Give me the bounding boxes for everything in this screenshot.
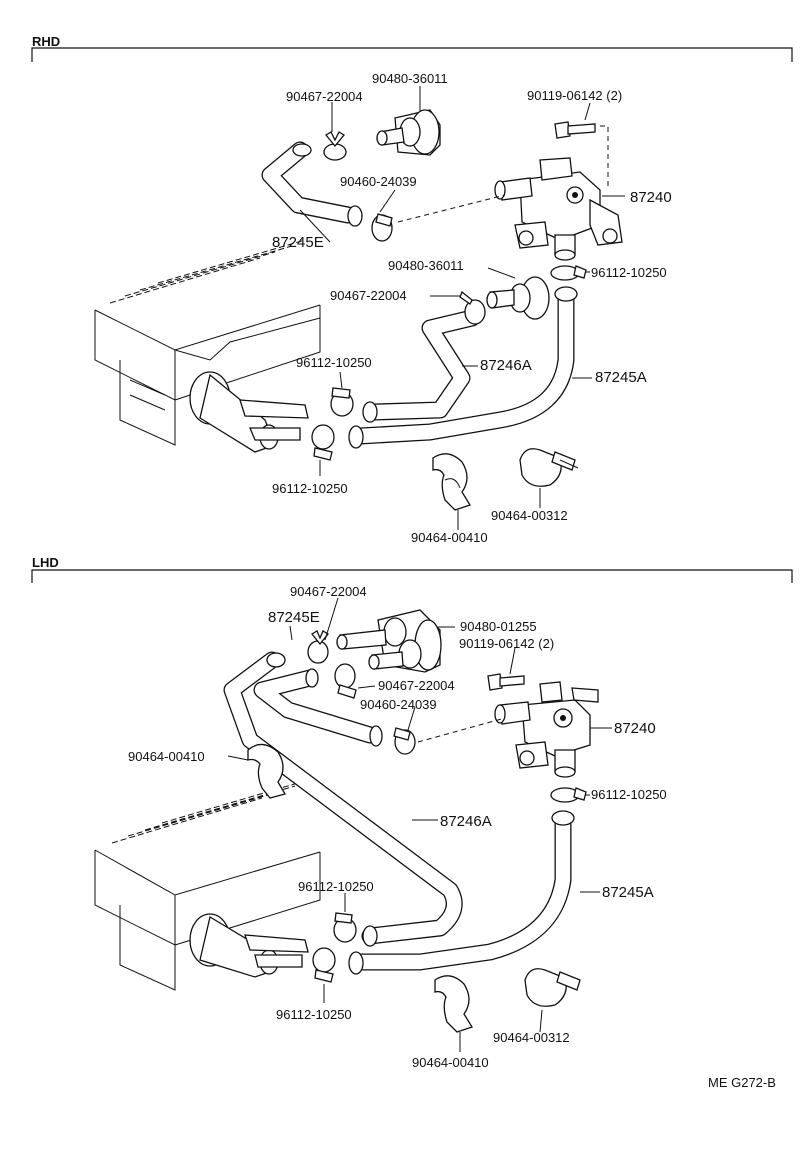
rhd-label-clamp-mid: 90460-24039 bbox=[340, 174, 417, 189]
lhd-grommet bbox=[336, 609, 442, 673]
rhd-label-clamp-valve: 96112-10250 bbox=[591, 265, 667, 280]
lhd-hose-87245a bbox=[348, 810, 575, 975]
rhd-label-clamp-upper: 90467-22004 bbox=[286, 89, 363, 104]
rhd-grommet-lower bbox=[486, 276, 550, 320]
lhd-label-clamp-core-top: 96112-10250 bbox=[298, 879, 374, 894]
rhd-section-title: RHD bbox=[32, 34, 60, 49]
rhd-section-bracket bbox=[31, 47, 793, 62]
rhd-leader-lines bbox=[299, 86, 625, 530]
lhd-label-clamp-second: 90467-22004 bbox=[378, 678, 455, 693]
lhd-water-valve bbox=[494, 681, 599, 778]
lhd-hose-87246a bbox=[223, 651, 463, 947]
lhd-label-clamp-mid: 90460-24039 bbox=[360, 697, 437, 712]
lhd-label-band-clamp: 90464-00312 bbox=[493, 1030, 570, 1045]
rhd-label-clamp-core-bottom: 96112-10250 bbox=[272, 481, 348, 496]
lhd-clip-upper bbox=[247, 743, 286, 799]
lhd-section: LHD bbox=[31, 555, 793, 1070]
rhd-label-grommet-lower: 90480-36011 bbox=[388, 258, 464, 273]
rhd-label-clamp-core-top: 96112-10250 bbox=[296, 355, 372, 370]
lhd-band-clamp bbox=[524, 968, 581, 1007]
rhd-label-grommet-upper: 90480-36011 bbox=[372, 71, 448, 86]
rhd-hose-87245e bbox=[261, 141, 363, 227]
lhd-label-clamp-core-bottom: 96112-10250 bbox=[276, 1007, 352, 1022]
rhd-label-band-clamp: 90464-00312 bbox=[491, 508, 568, 523]
rhd-label-hose-45a: 87245A bbox=[595, 369, 647, 386]
lhd-dashed-line-clamp bbox=[417, 717, 506, 743]
lhd-label-hose-45a: 87245A bbox=[602, 884, 654, 901]
rhd-label-bolt: 90119-06142 (2) bbox=[527, 88, 622, 103]
lhd-section-title: LHD bbox=[32, 555, 59, 570]
rhd-band-clamp bbox=[519, 448, 579, 487]
rhd-section: RHD bbox=[31, 34, 793, 545]
lhd-bolt bbox=[487, 673, 525, 691]
rhd-grommet-upper bbox=[376, 109, 441, 156]
rhd-water-valve bbox=[494, 157, 623, 261]
lhd-label-valve: 87240 bbox=[614, 720, 656, 737]
lhd-clamps bbox=[307, 630, 587, 983]
lhd-heater-core bbox=[94, 779, 321, 991]
rhd-dashed-line-bolt bbox=[600, 125, 609, 190]
diagram-code: ME G272-B bbox=[708, 1075, 776, 1090]
rhd-label-hose-46a: 87246A bbox=[480, 357, 532, 374]
rhd-dashed-line-clamp bbox=[397, 194, 506, 223]
rhd-bolt bbox=[554, 121, 596, 139]
rhd-heater-core bbox=[94, 239, 321, 453]
lhd-label-clip-upper: 90464-00410 bbox=[128, 749, 205, 764]
rhd-label-hose-e: 87245E bbox=[272, 234, 324, 251]
rhd-label-valve: 87240 bbox=[630, 189, 672, 206]
rhd-label-clip: 90464-00410 bbox=[411, 530, 488, 545]
rhd-clamps bbox=[311, 131, 587, 461]
rhd-label-clamp-left: 90467-22004 bbox=[330, 288, 407, 303]
lhd-label-clamp-valve: 96112-10250 bbox=[591, 787, 667, 802]
lhd-section-bracket bbox=[31, 569, 793, 583]
lhd-label-clamp-upper: 90467-22004 bbox=[290, 584, 367, 599]
rhd-clip bbox=[432, 453, 471, 511]
lhd-label-hose-e: 87245E bbox=[268, 609, 320, 626]
lhd-label-bolt: 90119-06142 (2) bbox=[459, 636, 554, 651]
lhd-clip-lower bbox=[434, 975, 473, 1033]
lhd-label-grommet: 90480-01255 bbox=[460, 619, 537, 634]
lhd-label-hose-46a: 87246A bbox=[440, 813, 492, 830]
lhd-label-clip-lower: 90464-00410 bbox=[412, 1055, 489, 1070]
rhd-hose-87246a bbox=[362, 309, 481, 423]
lhd-hose-87245e bbox=[253, 668, 383, 747]
lhd-leader-lines bbox=[227, 597, 612, 1052]
rhd-hose-87245a bbox=[348, 286, 578, 449]
